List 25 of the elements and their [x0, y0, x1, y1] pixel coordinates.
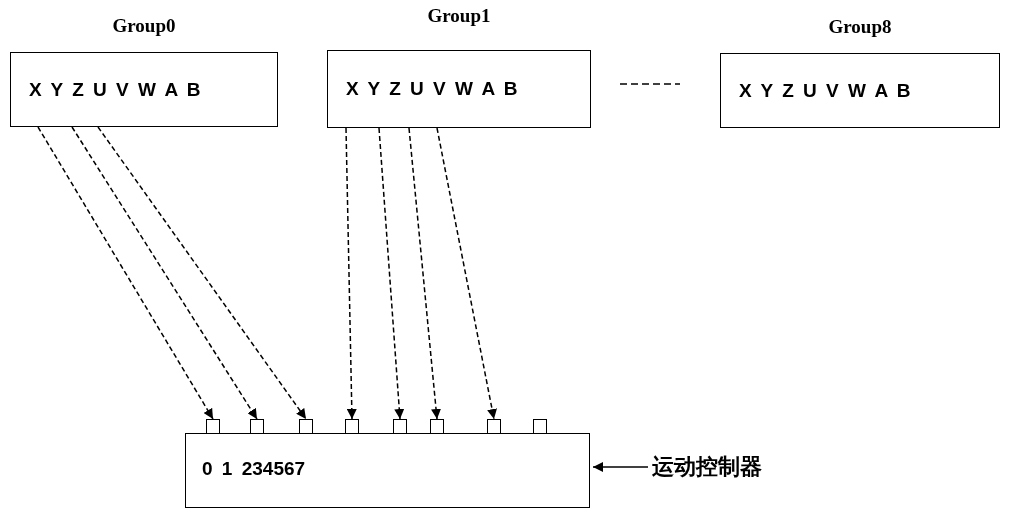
arrow: [345, 127, 357, 420]
group-title: Group1: [427, 5, 491, 26]
port-square: [533, 419, 547, 434]
port-square: [299, 419, 313, 434]
axis-letters: X Y Z U V W A B: [346, 78, 518, 100]
arrow: [97, 126, 307, 420]
port-square: [250, 419, 264, 434]
arrow: [378, 127, 405, 420]
group-title: Group0: [112, 15, 176, 36]
port-square: [487, 419, 501, 434]
port-square: [206, 419, 220, 434]
arrow: [436, 127, 497, 420]
arrow: [592, 462, 649, 472]
controller-label: 运动控制器: [652, 452, 792, 486]
axis-letters: X Y Z U V W A B: [739, 79, 911, 102]
port-square: [345, 419, 359, 434]
arrow: [408, 127, 441, 420]
arrow: [37, 126, 214, 420]
axis-letters: X Y Z U V W A B: [29, 78, 201, 101]
arrow: [71, 126, 258, 420]
channel-numbers: 0 1 234567: [202, 458, 306, 480]
controller-box: [185, 433, 590, 508]
port-square: [430, 419, 444, 434]
group-title: Group8: [828, 16, 892, 37]
port-square: [393, 419, 407, 434]
